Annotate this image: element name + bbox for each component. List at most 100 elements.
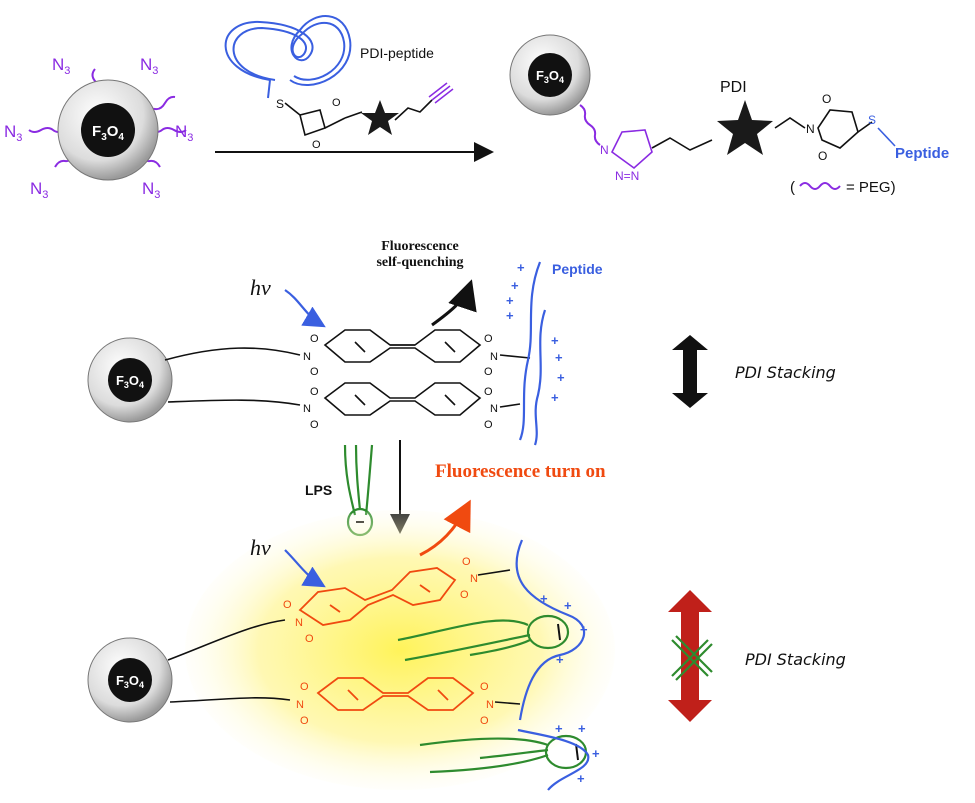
stage1-core-label: F3O4 <box>116 373 144 390</box>
product-peg-linker <box>579 104 601 146</box>
product-maleimide <box>817 109 873 149</box>
stage1-stacking-label: PDI Stacking <box>735 363 836 382</box>
reagent-s-atom: S <box>276 97 284 111</box>
svg-text:O: O <box>480 681 489 693</box>
stage2-peptides <box>515 539 590 791</box>
svg-text:O: O <box>484 419 493 431</box>
product-core-label: F3O4 <box>536 68 564 85</box>
svg-text:+: + <box>506 308 514 323</box>
svg-text:+: + <box>577 771 585 786</box>
svg-text:N: N <box>303 351 311 363</box>
svg-text:O: O <box>283 599 292 611</box>
stage2-lps-charges <box>557 623 579 761</box>
svg-text:N: N <box>303 403 311 415</box>
triazole-n2n3: N=N <box>615 169 639 183</box>
product-pdi-star <box>717 100 773 155</box>
svg-text:N: N <box>296 699 304 711</box>
quench-arrow <box>431 279 477 327</box>
svg-text:+: + <box>517 260 525 275</box>
stage2-stacking-label: PDI Stacking <box>745 650 846 669</box>
peg-legend: ( = PEG) <box>790 179 896 196</box>
particle-core <box>81 103 135 157</box>
triazole-n1: N <box>600 143 609 157</box>
svg-text:N3: N3 <box>175 122 193 144</box>
stage2-pdi-to-peptide <box>477 569 521 705</box>
stage1-peptides <box>518 261 547 446</box>
svg-text:+: + <box>555 721 563 736</box>
svg-text:N: N <box>486 699 494 711</box>
svg-text:+: + <box>564 598 572 613</box>
stage2-particle-core <box>108 658 152 702</box>
product-triazole: N N=N <box>600 129 653 183</box>
stage2-imide-atoms: O N O O N O O N O O N O <box>283 556 494 727</box>
alkyne <box>428 82 454 104</box>
svg-text:O: O <box>300 681 309 693</box>
reagent-pdi-star <box>361 100 399 135</box>
peg-legend-open: ( <box>790 179 795 196</box>
svg-text:+: + <box>592 746 600 761</box>
svg-text:O: O <box>300 715 309 727</box>
svg-text:O: O <box>310 419 319 431</box>
svg-text:+: + <box>540 591 548 606</box>
quench-line2: self-quenching <box>376 255 463 270</box>
svg-text:N3: N3 <box>30 179 48 201</box>
svg-text:+: + <box>557 370 565 385</box>
svg-text:N3: N3 <box>52 55 70 77</box>
svg-text:+: + <box>551 333 559 348</box>
stage2-hv: hv <box>250 535 271 560</box>
reagent-pdi-peptide: PDI-peptide S O O <box>224 15 454 151</box>
product-particle: F3O4 <box>509 34 601 146</box>
product-particle-core <box>528 53 572 97</box>
svg-text:N3: N3 <box>142 179 160 201</box>
svg-text:N: N <box>295 617 303 629</box>
product-pdi-label: PDI <box>720 79 747 96</box>
reagent-label: PDI-peptide <box>360 45 434 61</box>
svg-text:O: O <box>305 633 314 645</box>
svg-text:N3: N3 <box>4 122 22 144</box>
stage2-pdi-bottom <box>316 677 475 711</box>
svg-text:O: O <box>310 366 319 378</box>
svg-text:+: + <box>580 622 588 637</box>
azide-particle: F3O4 N3 N3 N3 N3 N3 N3 <box>4 55 193 201</box>
stage1-stacking-arrow <box>672 335 708 408</box>
fluorescence-glow <box>185 510 615 790</box>
stage1-pdi-bottom <box>323 382 482 416</box>
svg-text:O: O <box>310 333 319 345</box>
svg-text:O: O <box>480 715 489 727</box>
reagent-maleimide <box>284 99 433 137</box>
stage1-imide-atoms: O N O O N O O N O O N O <box>303 333 498 431</box>
stage2-particle: F3O4 <box>87 637 173 723</box>
svg-text:+: + <box>511 278 519 293</box>
stage2-core-label: F3O4 <box>116 673 144 690</box>
svg-text:O: O <box>462 556 471 568</box>
svg-text:O: O <box>484 386 493 398</box>
svg-text:N3: N3 <box>140 55 158 77</box>
svg-text:N: N <box>490 403 498 415</box>
stage1-hv-arrow <box>284 289 326 328</box>
svg-text:O: O <box>484 366 493 378</box>
product-s-atom: S <box>868 113 876 127</box>
product-n-atom: N <box>806 122 815 136</box>
stage1-hv: hv <box>250 275 271 300</box>
svg-text:O: O <box>460 589 469 601</box>
product-o-top: O <box>822 92 831 106</box>
turn-on-arrow <box>419 499 471 557</box>
product-o-bottom: O <box>818 149 827 163</box>
turn-on-label: Fluorescence turn on <box>435 461 606 482</box>
product-peptide-label: Peptide <box>895 145 949 162</box>
quench-line1: Fluorescence <box>381 239 459 254</box>
product-linker <box>651 117 806 151</box>
svg-text:+: + <box>578 721 586 736</box>
stage1-particle-core <box>108 358 152 402</box>
stage2-stacking-arrow <box>668 590 713 722</box>
core-label: F3O4 <box>92 123 124 143</box>
stage1-pdi-to-peptide <box>499 354 531 408</box>
stage2-pdi-top <box>298 567 457 626</box>
stage1-charges: + + + + + + + + <box>506 260 565 405</box>
azide-labels: N3 N3 N3 N3 N3 N3 <box>4 55 193 201</box>
svg-text:+: + <box>555 350 563 365</box>
stage1-tethers <box>164 347 301 406</box>
svg-text:O: O <box>484 333 493 345</box>
svg-text:O: O <box>310 386 319 398</box>
